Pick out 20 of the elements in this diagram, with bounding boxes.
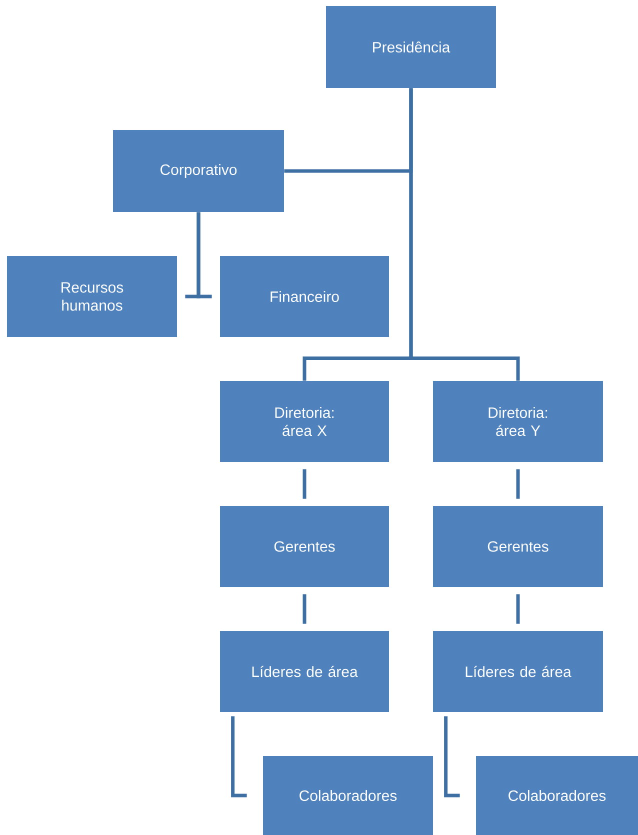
connector-line bbox=[516, 594, 520, 624]
connector-line bbox=[409, 88, 520, 381]
org-box: Financeiro bbox=[220, 256, 389, 337]
org-box: Líderes de área bbox=[433, 631, 603, 712]
org-box: Presidência bbox=[326, 6, 496, 88]
org-box: Líderes de área bbox=[220, 631, 389, 712]
org-box: Corporativo bbox=[113, 130, 284, 212]
connector-line bbox=[302, 469, 306, 499]
connector-line bbox=[516, 469, 520, 499]
connector-line bbox=[231, 716, 247, 798]
org-box: Colaboradores bbox=[263, 756, 433, 835]
org-box: Diretoria: área Y bbox=[433, 381, 603, 462]
org-box: Diretoria: área X bbox=[220, 381, 389, 462]
org-box: Colaboradores bbox=[476, 756, 638, 835]
connector-line bbox=[196, 212, 212, 298]
org-box: Gerentes bbox=[433, 506, 603, 587]
connector-line bbox=[302, 594, 306, 624]
org-box: Recursos humanos bbox=[7, 256, 177, 337]
connector-line bbox=[444, 716, 460, 798]
org-box: Gerentes bbox=[220, 506, 389, 587]
